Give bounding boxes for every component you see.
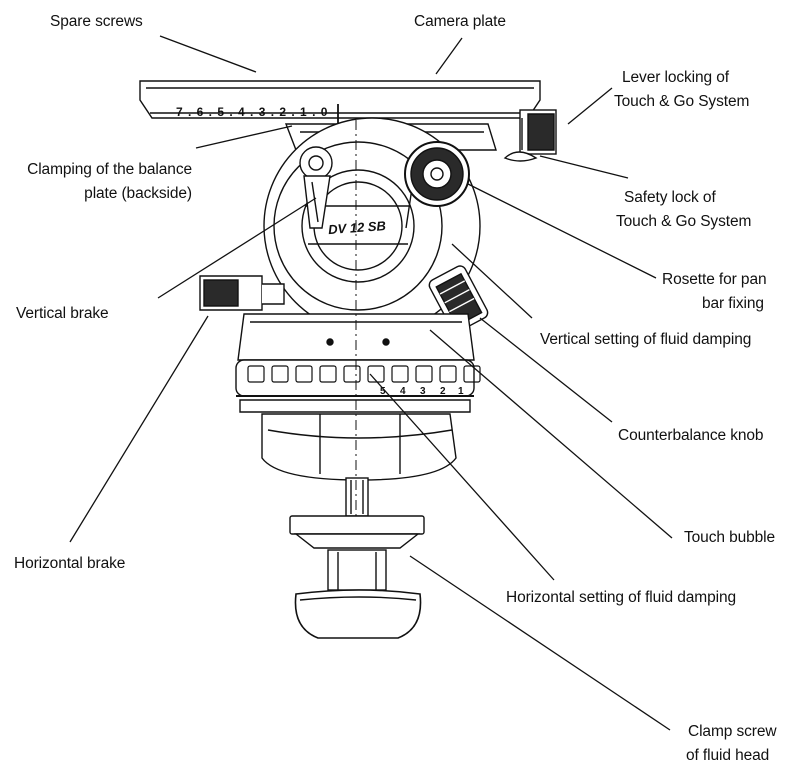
label-counterbalance-knob: Counterbalance knob [618,427,764,444]
leader-clamping [195,125,293,149]
label-clamp-screw-1: Clamp screw [688,723,777,740]
ring-grip-tick [295,365,313,383]
clamp-plate [289,515,425,549]
label-safety-lock-2: Touch & Go System [616,213,752,230]
clamp-screw-part [294,549,422,639]
head-model-text: DV 12 SB [328,218,387,237]
leader-safety-lock [539,155,629,179]
ring-number: 2 [440,386,446,397]
label-lever-locking-1: Lever locking of [622,69,729,86]
ring-number: 3 [420,386,426,397]
leader-spare-screws [159,35,257,73]
ring-grip-tick [247,365,265,383]
leader-clamp-screw [409,555,671,731]
leader-vertical-setting [451,243,533,319]
leader-rosette [467,183,657,279]
counterbalance-knob-part [428,265,489,333]
ring-grip-tick [439,365,457,383]
label-horizontal-setting: Horizontal setting of fluid damping [506,589,736,606]
ring-number: 5 [380,386,386,397]
stem [345,477,369,517]
lever-locking-part [519,109,557,155]
plate-scale: 7 . 6 . 5 . 4 . 3 . 2 . 1 . 0 [176,105,328,119]
leader-horizontal-setting [369,373,555,581]
clamping-lever [299,146,333,229]
label-safety-lock-1: Safety lock of [624,189,716,206]
ring-grip-tick [319,365,337,383]
lower-housing [239,399,471,481]
vertical-brake-part [199,275,285,311]
label-camera-plate: Camera plate [414,13,506,30]
ring-number-labels: 5 4 3 2 1 [380,386,464,397]
leader-lever-locking [567,87,613,125]
ring-grip-tick [391,365,409,383]
label-rosette-1: Rosette for pan [662,271,767,288]
label-clamping-2: plate (backside) [84,185,192,202]
safety-lock-part [503,151,538,162]
rosette-part [404,141,470,207]
label-clamping-1: Clamping of the balance [27,161,192,178]
ring-grip-tick [343,365,361,383]
leader-vertical-brake [157,197,317,299]
label-rosette-2: bar fixing [702,295,764,312]
label-lever-locking-2: Touch & Go System [614,93,750,110]
mid-housing [237,313,475,361]
leader-counterbalance [479,317,613,423]
ring-grip-tick [415,365,433,383]
leader-camera-plate [435,37,463,75]
ring-grip-tick [271,365,289,383]
label-clamp-screw-2: of fluid head [686,747,770,764]
camera-plate: 7 . 6 . 5 . 4 . 3 . 2 . 1 . 0 [139,80,541,124]
label-spare-screws: Spare screws [50,13,143,30]
label-horizontal-brake: Horizontal brake [14,555,126,572]
leader-touch-bubble [429,329,673,539]
ring-grip-tick [367,365,385,383]
ring-number: 4 [400,386,406,397]
label-vertical-brake: Vertical brake [16,305,109,322]
ring-number: 1 [458,386,464,397]
label-touch-bubble: Touch bubble [684,529,776,546]
label-vertical-setting: Vertical setting of fluid damping [540,331,752,348]
damping-ring [235,359,481,397]
leader-lines [69,35,673,731]
leader-horizontal-brake [69,315,209,543]
